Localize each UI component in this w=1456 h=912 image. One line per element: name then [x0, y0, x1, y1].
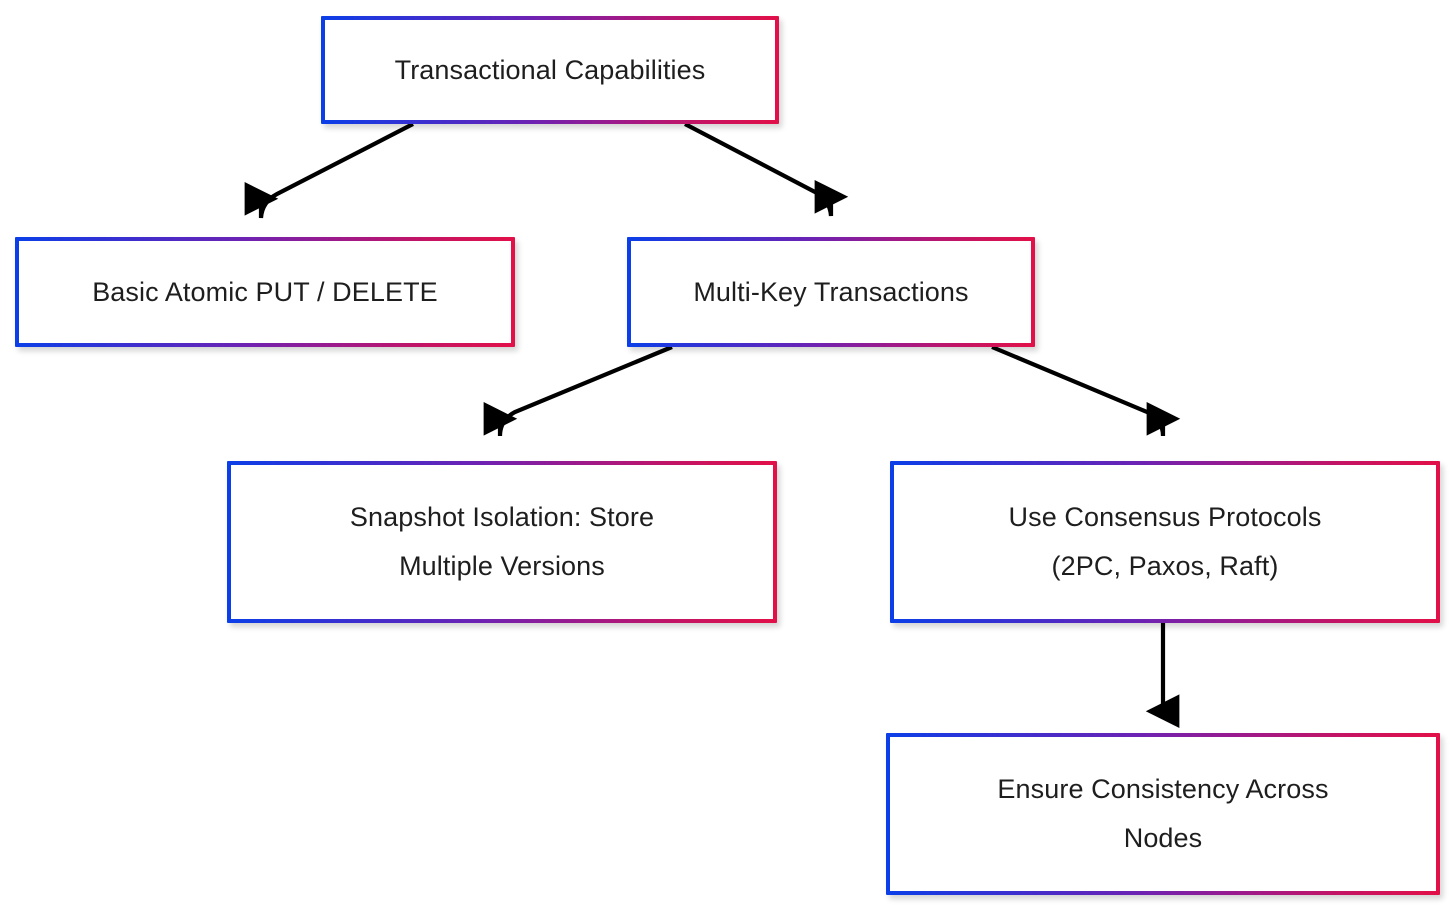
node-label: Basic Atomic PUT / DELETE [92, 276, 438, 307]
edge-root-to-multikey [684, 122, 849, 217]
node-label: Multi-Key Transactions [693, 276, 969, 307]
node-label: Use Consensus Protocols (2PC, Paxos, Raf… [1008, 502, 1322, 581]
node-multi-key-transactions[interactable]: Multi-Key Transactions [627, 237, 1035, 347]
edge-multikey-to-consensus [991, 345, 1181, 437]
node-basic-atomic-put-delete[interactable]: Basic Atomic PUT / DELETE [15, 237, 515, 347]
node-transactional-capabilities[interactable]: Transactional Capabilities [321, 16, 779, 124]
edge-multikey-to-snapshot [483, 345, 673, 437]
edge-root-to-basic-put [244, 122, 414, 219]
node-label: Snapshot Isolation: Store Multiple Versi… [349, 502, 655, 581]
node-ensure-consistency-across-nodes[interactable]: Ensure Consistency Across Nodes [886, 733, 1440, 895]
node-snapshot-isolation[interactable]: Snapshot Isolation: Store Multiple Versi… [227, 461, 777, 623]
node-label: Transactional Capabilities [394, 54, 706, 85]
node-label: Ensure Consistency Across Nodes [997, 774, 1329, 853]
node-use-consensus-protocols[interactable]: Use Consensus Protocols (2PC, Paxos, Raf… [890, 461, 1440, 623]
